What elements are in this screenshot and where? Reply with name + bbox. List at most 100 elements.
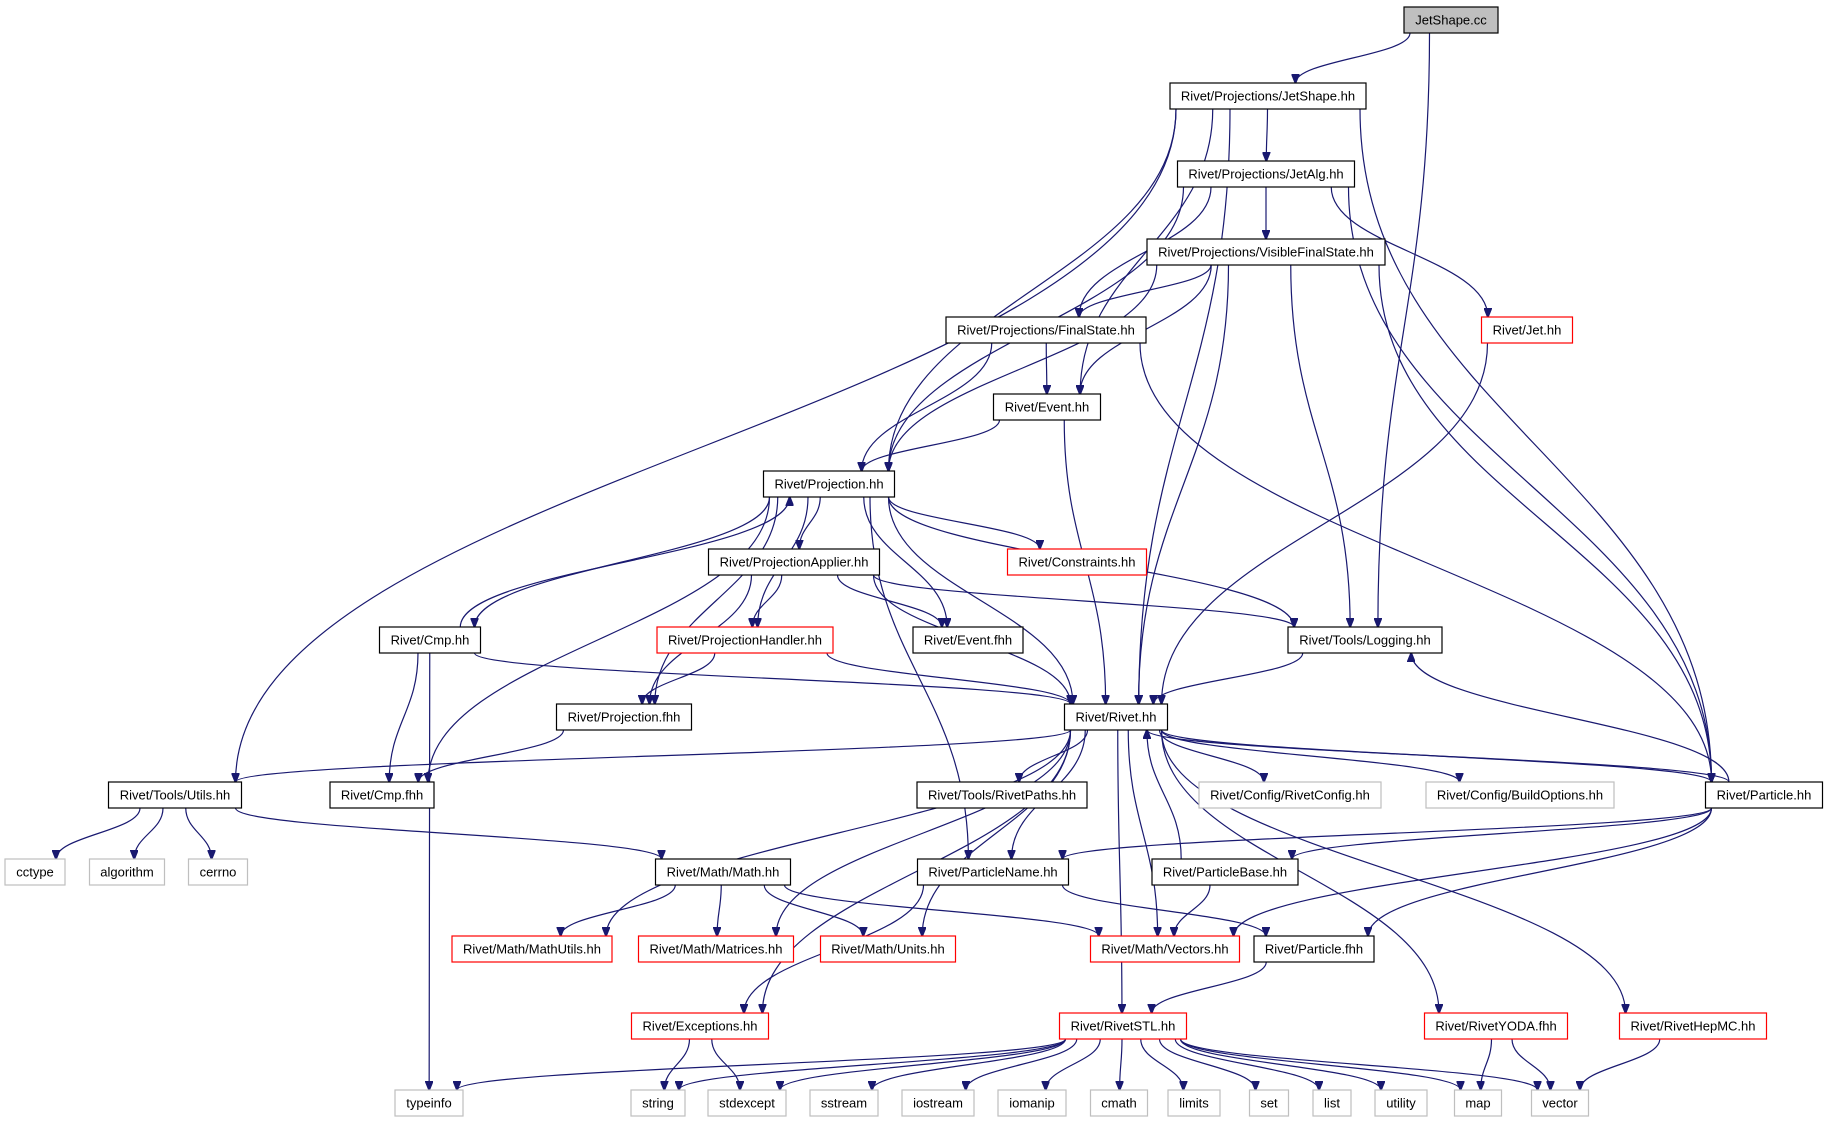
node-logging[interactable]: Rivet/Tools/Logging.hh <box>1287 626 1443 654</box>
node-box <box>329 781 435 809</box>
node-vector[interactable]: vector <box>1530 1089 1590 1117</box>
node-label: Rivet/Particle.hh <box>1717 788 1812 803</box>
node-box <box>912 626 1024 654</box>
edge-rivetstl-to-sstream <box>872 1038 1067 1090</box>
node-projapplier[interactable]: Rivet/ProjectionApplier.hh <box>707 548 881 576</box>
node-limits[interactable]: limits <box>1167 1089 1221 1117</box>
node-label: iomanip <box>1009 1096 1055 1111</box>
edge-projection-hh-to-cmp-hh <box>475 496 771 627</box>
node-vfs[interactable]: Rivet/Projections/VisibleFinalState.hh <box>1146 238 1386 266</box>
node-label: vector <box>1542 1096 1578 1111</box>
edge-rivetstl-to-iomanip <box>1046 1038 1101 1090</box>
node-box <box>945 316 1147 344</box>
node-list[interactable]: list <box>1312 1089 1352 1117</box>
node-label: Rivet/Cmp.hh <box>391 633 470 648</box>
node-constraints[interactable]: Rivet/Constraints.hh <box>1006 548 1148 576</box>
node-units[interactable]: Rivet/Math/Units.hh <box>819 935 957 963</box>
node-mathutils[interactable]: Rivet/Math/MathUtils.hh <box>451 935 613 963</box>
node-sstream[interactable]: sstream <box>809 1089 879 1117</box>
edge-rivet-hh-to-rivetstl <box>1117 729 1122 1013</box>
edge-rivetstl-to-set <box>1158 1038 1256 1090</box>
node-cmath[interactable]: cmath <box>1089 1089 1149 1117</box>
edge-jetshape-cc-to-logging <box>1378 32 1431 627</box>
node-vectors[interactable]: Rivet/Math/Vectors.hh <box>1089 935 1241 963</box>
node-jetshape-cc[interactable]: JetShape.cc <box>1403 6 1499 34</box>
node-algorithm[interactable]: algorithm <box>88 858 166 886</box>
node-jetalg[interactable]: Rivet/Projections/JetAlg.hh <box>1176 160 1356 188</box>
node-label: Rivet/ProjectionHandler.hh <box>668 633 822 648</box>
node-rivethepmc[interactable]: Rivet/RivetHepMC.hh <box>1618 1012 1768 1040</box>
node-particle-hh[interactable]: Rivet/Particle.hh <box>1704 781 1824 809</box>
node-particle-fhh[interactable]: Rivet/Particle.fhh <box>1253 935 1375 963</box>
node-cmp-hh[interactable]: Rivet/Cmp.hh <box>378 626 482 654</box>
node-exceptions[interactable]: Rivet/Exceptions.hh <box>630 1012 770 1040</box>
edge-rivetstl-to-stdexcept <box>780 1038 1067 1090</box>
node-label: Rivet/Tools/RivetPaths.hh <box>928 788 1076 803</box>
node-jet[interactable]: Rivet/Jet.hh <box>1480 316 1574 344</box>
node-label: limits <box>1179 1096 1209 1111</box>
edge-vfs-to-logging <box>1290 264 1350 627</box>
edge-projhandler-to-rivet-hh <box>826 652 1071 704</box>
node-label: Rivet/Event.hh <box>1005 400 1090 415</box>
node-box <box>1480 316 1574 344</box>
node-projhandler[interactable]: Rivet/ProjectionHandler.hh <box>656 626 834 654</box>
node-label: Rivet/Projection.fhh <box>568 710 681 725</box>
node-box <box>1312 1089 1352 1117</box>
edge-jetshape-hh-to-projection-hh <box>889 108 1177 471</box>
node-box <box>1253 935 1375 963</box>
edge-jetalg-to-jet <box>1330 186 1488 317</box>
edge-jetshape-cc-to-jetshape-hh <box>1295 32 1411 83</box>
node-rivetstl[interactable]: Rivet/RivetSTL.hh <box>1058 1012 1188 1040</box>
edge-rivetyoda-to-vector <box>1511 1038 1550 1090</box>
node-projection-hh[interactable]: Rivet/Projection.hh <box>762 470 896 498</box>
node-jetshape-hh[interactable]: Rivet/Projections/JetShape.hh <box>1169 82 1367 110</box>
node-label: utility <box>1386 1096 1416 1111</box>
node-particlename[interactable]: Rivet/ParticleName.hh <box>916 858 1070 886</box>
node-label: Rivet/Constraints.hh <box>1018 555 1135 570</box>
node-cerrno[interactable]: cerrno <box>187 858 249 886</box>
edge-rivetstl-to-utility <box>1179 1038 1382 1090</box>
node-event-hh[interactable]: Rivet/Event.hh <box>992 393 1102 421</box>
node-cctype[interactable]: cctype <box>4 858 66 886</box>
node-box <box>1374 1089 1428 1117</box>
node-cmp-fhh[interactable]: Rivet/Cmp.fhh <box>329 781 435 809</box>
node-rivetpaths[interactable]: Rivet/Tools/RivetPaths.hh <box>916 781 1088 809</box>
node-iostream[interactable]: iostream <box>901 1089 975 1117</box>
edge-utils-to-algorithm <box>134 807 164 859</box>
node-rivet-hh[interactable]: Rivet/Rivet.hh <box>1063 703 1169 731</box>
node-set[interactable]: set <box>1248 1089 1290 1117</box>
edge-jetalg-to-particle-hh <box>1347 186 1712 782</box>
node-rivetconfig[interactable]: Rivet/Config/RivetConfig.hh <box>1198 781 1382 809</box>
node-box <box>1006 548 1148 576</box>
edge-rivetstl-to-iostream <box>966 1038 1078 1090</box>
node-label: Rivet/Math/Math.hh <box>667 865 780 880</box>
node-event-fhh[interactable]: Rivet/Event.fhh <box>912 626 1024 654</box>
node-box <box>997 1089 1067 1117</box>
node-math[interactable]: Rivet/Math/Math.hh <box>654 858 792 886</box>
node-box <box>107 781 243 809</box>
edge-particle-hh-to-particle-fhh <box>1368 807 1713 936</box>
node-buildoptions[interactable]: Rivet/Config/BuildOptions.hh <box>1425 781 1615 809</box>
node-finalstate[interactable]: Rivet/Projections/FinalState.hh <box>945 316 1147 344</box>
node-projection-fhh[interactable]: Rivet/Projection.fhh <box>555 703 693 731</box>
node-typeinfo[interactable]: typeinfo <box>394 1089 464 1117</box>
node-matrices[interactable]: Rivet/Math/Matrices.hh <box>637 935 795 963</box>
node-stdexcept[interactable]: stdexcept <box>707 1089 787 1117</box>
edge-projection-hh-to-event-fhh <box>863 496 947 627</box>
edge-rivet-hh-to-units <box>922 729 1072 936</box>
node-map[interactable]: map <box>1453 1089 1503 1117</box>
node-label: Rivet/Config/RivetConfig.hh <box>1210 788 1370 803</box>
edge-rivetstl-to-typeinfo <box>457 1038 1067 1090</box>
node-utility[interactable]: utility <box>1374 1089 1428 1117</box>
node-box <box>88 858 166 886</box>
node-rivetyoda[interactable]: Rivet/RivetYODA.fhh <box>1423 1012 1569 1040</box>
node-particlebase[interactable]: Rivet/ParticleBase.hh <box>1151 858 1299 886</box>
node-box <box>1146 238 1386 266</box>
node-iomanip[interactable]: iomanip <box>997 1089 1067 1117</box>
node-box <box>916 858 1070 886</box>
edge-projection-hh-to-constraints <box>887 496 1040 549</box>
node-utils[interactable]: Rivet/Tools/Utils.hh <box>107 781 243 809</box>
node-box <box>762 470 896 498</box>
node-string[interactable]: string <box>630 1089 686 1117</box>
